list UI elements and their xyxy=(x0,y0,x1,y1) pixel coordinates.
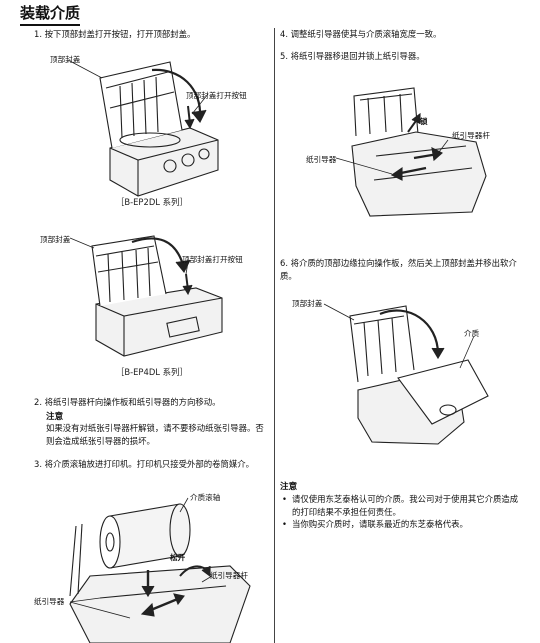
note-text: 如果没有对纸张引导器杆解锁，请不要移动纸张引导器。否则会造成纸张引导器的损坏。 xyxy=(46,423,264,446)
media-roll-illustration xyxy=(69,497,251,643)
caption-ep2dl: ［B-EP2DL 系列］ xyxy=(116,197,188,207)
step-2-text: 2. 将纸引导器杆向操作板和纸引导器的方向移动。 xyxy=(34,397,221,407)
label-cover-open-button: 顶部封盖打开按钮 xyxy=(186,91,247,100)
bullet-icon: • xyxy=(282,519,287,529)
label-top-cover: 顶部封盖 xyxy=(292,299,323,308)
paper-guide-illustration xyxy=(335,87,487,217)
label-guide-lever: 纸引导器杆 xyxy=(210,571,248,580)
label-paper-guide: 纸引导器 xyxy=(34,597,65,606)
column-divider xyxy=(274,28,275,643)
label-media-roll: 介质滚轴 xyxy=(190,493,221,502)
figure-lock-paper-guide: 锁 纸引导器杆 纸引导器 xyxy=(296,76,532,226)
step-1-text: 1. 按下顶部封盖打开按钮，打开顶部封盖。 xyxy=(34,29,196,39)
figure-printer-ep4dl: 顶部封盖 顶部封盖打开按钮 xyxy=(36,228,268,368)
label-guide-lever: 纸引导器杆 xyxy=(452,131,490,140)
printer-open-cover-illustration xyxy=(67,59,219,197)
label-top-cover: 顶部封盖 xyxy=(50,55,81,64)
note-bullet-text: 当你购买介质时，请联系最近的东芝泰格代表。 xyxy=(291,519,468,529)
label-lock: 锁 xyxy=(420,117,428,126)
figure-load-media-roll: 介质滚轴 松开 纸引导器杆 纸引导器 xyxy=(30,486,270,643)
figure-pull-media-close-cover: 顶部封盖 介质 xyxy=(288,292,532,452)
caption-ep4dl: ［B-EP4DL 系列］ xyxy=(116,367,188,377)
note-bullet-text: 请仅使用东芝泰格认可的介质。我公司对于使用其它介质造成的打印结果不承担任何责任。 xyxy=(291,494,519,517)
label-cover-open-button: 顶部封盖打开按钮 xyxy=(182,255,243,264)
label-media: 介质 xyxy=(464,329,480,338)
page-title: 装载介质 xyxy=(20,2,81,26)
figure-printer-ep2dl: 顶部封盖 顶部封盖打开按钮 xyxy=(40,48,270,208)
note-bullet: • 请仅使用东芝泰格认可的介质。我公司对于使用其它介质造成的打印结果不承担任何责… xyxy=(282,493,522,518)
step-4-text: 4. 调整纸引导器使其与介质滚轴宽度一致。 xyxy=(280,29,442,39)
note-heading: 注意 xyxy=(46,412,64,422)
label-paper-guide: 纸引导器 xyxy=(306,155,337,164)
printer-open-cover-illustration xyxy=(69,235,223,357)
note-heading: 注意 xyxy=(280,482,298,492)
bullet-icon: • xyxy=(282,494,287,504)
close-cover-illustration xyxy=(323,303,489,445)
step-6-text: 6. 将介质的顶部边缘拉向操作板，然后关上顶部封盖并移出软介质。 xyxy=(280,258,517,281)
step-5-text: 5. 将纸引导器移退回并锁上纸引导器。 xyxy=(280,51,425,61)
label-release: 松开 xyxy=(170,553,186,562)
note-bullet: • 当你购买介质时，请联系最近的东芝泰格代表。 xyxy=(282,518,522,531)
step-3-text: 3. 将介质滚轴放进打印机。打印机只接受外部的卷筒媒介。 xyxy=(34,459,255,469)
label-top-cover: 顶部封盖 xyxy=(40,235,71,244)
